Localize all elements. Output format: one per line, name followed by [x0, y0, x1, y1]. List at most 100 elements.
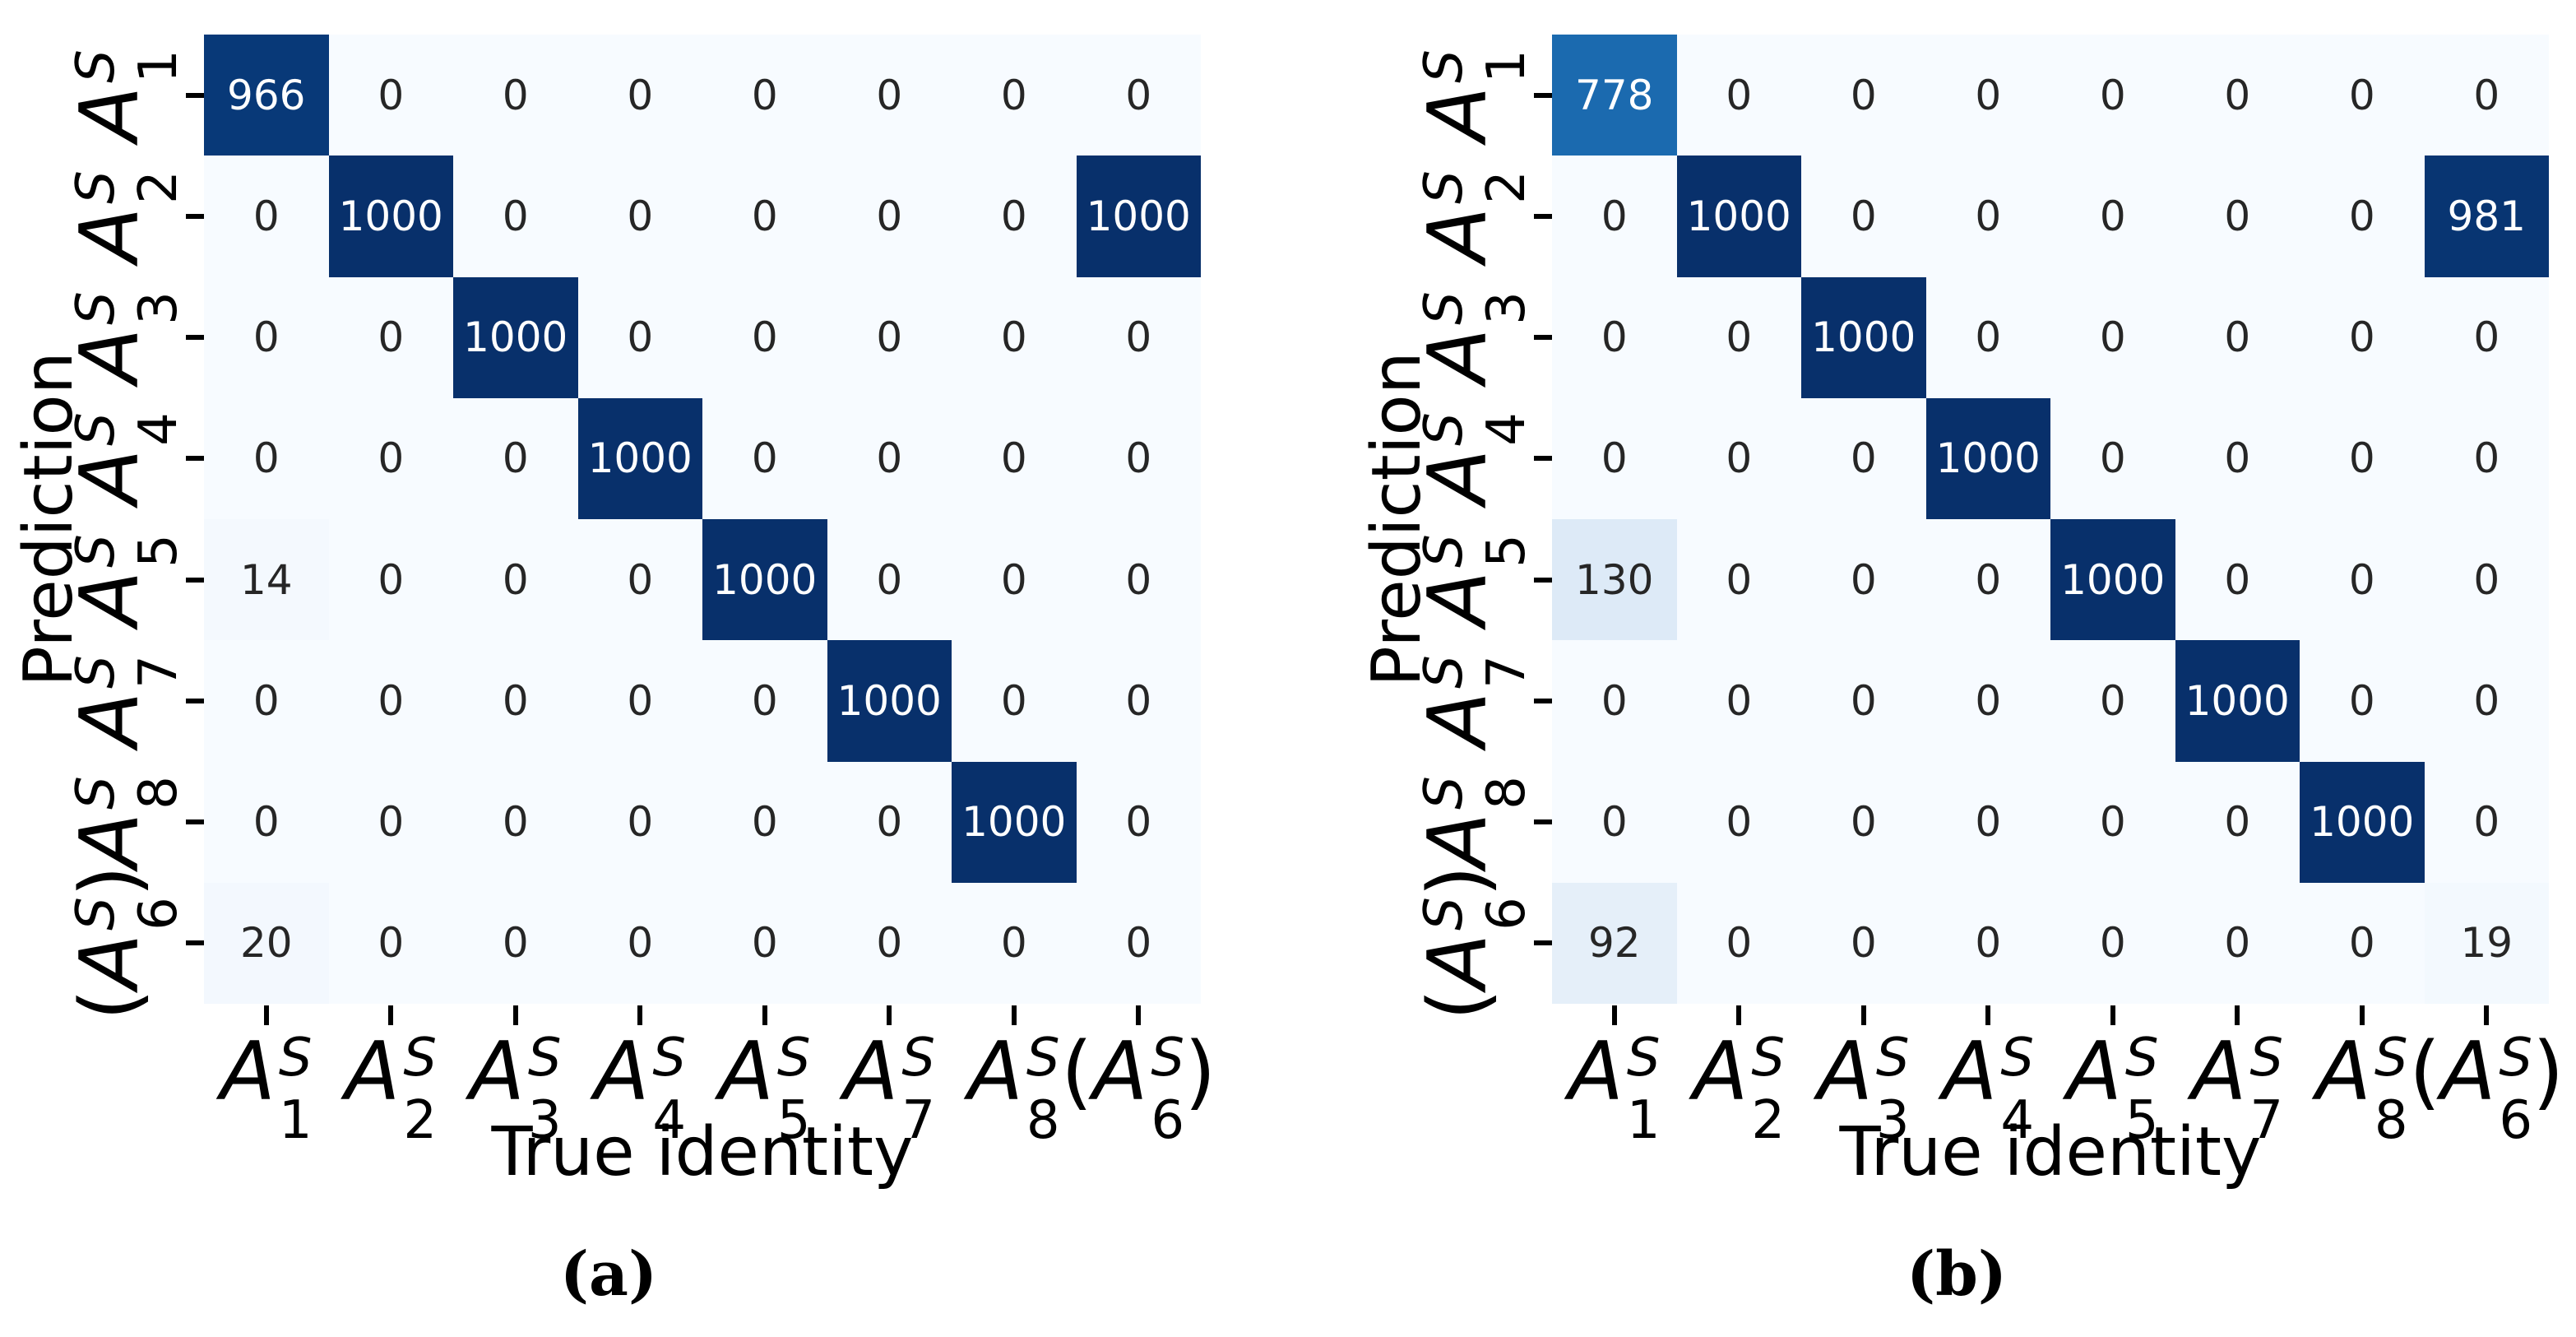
tick-label-superscript: S: [66, 533, 127, 568]
heatmap-cell: 0: [577, 156, 702, 277]
heatmap-cell: 0: [2050, 882, 2175, 1004]
x-tick-mark: [637, 1005, 643, 1025]
tick-label-base: A: [1411, 570, 1505, 626]
tick-label-paren: ): [1184, 1025, 1216, 1119]
heatmap-cell: 0: [2300, 397, 2425, 519]
heatmap-cell: 0: [952, 156, 1077, 277]
heatmap-cell: 0: [952, 519, 1077, 641]
tick-label-base: A: [63, 934, 157, 990]
tick-label-subscript: 3: [128, 291, 189, 325]
heatmap-cell: 0: [453, 882, 578, 1004]
tick-label-subscript: 1: [1476, 49, 1537, 83]
heatmap-cell: 0: [204, 276, 329, 398]
tick-label-superscript: S: [1414, 49, 1475, 83]
tick-label-paren: ): [63, 866, 157, 898]
heatmap-cell: 0: [1676, 276, 1801, 398]
tick-label-subscript: 5: [1476, 533, 1537, 568]
tick-label-base: A: [1411, 327, 1505, 384]
tick-label-subscript: 4: [2000, 1090, 2035, 1151]
heatmap-cell: 0: [328, 519, 453, 641]
x-tick-mark: [1985, 1005, 1991, 1025]
heatmap-cell: 0: [2424, 397, 2549, 519]
heatmap-cell: 1000: [1801, 276, 1926, 398]
heatmap-cell: 0: [1925, 640, 2050, 762]
y-tick-mark: [186, 819, 204, 825]
tick-label-base: A: [843, 1025, 899, 1119]
heatmap-cell: 0: [2424, 276, 2549, 398]
tick-label-superscript: S: [66, 655, 127, 689]
tick-label-superscript: S: [1414, 170, 1475, 204]
heatmap-cell: 20: [204, 882, 329, 1004]
heatmap-cell: 0: [1925, 156, 2050, 277]
heatmap-cell: 0: [2424, 519, 2549, 641]
tick-label-superscript: S: [1026, 1028, 1060, 1089]
tick-label-superscript: S: [2000, 1028, 2035, 1089]
heatmap-cell: 1000: [2300, 761, 2425, 883]
tick-label-base: A: [1411, 812, 1505, 869]
y-tick-mark: [1534, 819, 1552, 825]
heatmap-cell: 0: [1801, 397, 1926, 519]
tick-label-subscript: 1: [1626, 1090, 1661, 1151]
tick-label-base: A: [1411, 449, 1505, 505]
heatmap-cell: 1000: [577, 397, 702, 519]
x-tick-mark: [1860, 1005, 1866, 1025]
tick-label-superscript: S: [1414, 291, 1475, 325]
heatmap-cell: 0: [453, 35, 578, 156]
heatmap-cell: 0: [2175, 519, 2300, 641]
tick-label-subscript: 7: [2249, 1090, 2284, 1151]
tick-label-superscript: S: [1151, 1028, 1185, 1089]
y-tick-mark: [186, 335, 204, 341]
heatmap-cell: 0: [1801, 519, 1926, 641]
tick-label-base: A: [63, 691, 157, 747]
heatmap-cell: 0: [827, 882, 952, 1004]
tick-label-base: A: [1092, 1025, 1148, 1119]
tick-label-base: A: [63, 812, 157, 869]
y-tick-mark: [1534, 940, 1552, 946]
heatmap-cell: 0: [1552, 397, 1677, 519]
heatmap-cell: 0: [2050, 156, 2175, 277]
heatmap-cell: 0: [328, 761, 453, 883]
x-axis-label: True identity: [1839, 1113, 2262, 1191]
heatmap-cell: 0: [702, 397, 827, 519]
tick-label-subscript: 3: [1875, 1090, 1910, 1151]
heatmap-cell: 0: [952, 882, 1077, 1004]
y-tick-mark: [1534, 335, 1552, 341]
heatmap-cell: 0: [1925, 519, 2050, 641]
heatmap-cell: 0: [2050, 640, 2175, 762]
tick-label-superscript: S: [776, 1028, 811, 1089]
tick-label-subscript: 3: [1476, 291, 1537, 325]
tick-label-subscript: 4: [1476, 412, 1537, 447]
tick-label-base: A: [718, 1025, 774, 1119]
heatmap-cell: 0: [702, 156, 827, 277]
heatmap-cell: 0: [453, 640, 578, 762]
heatmap-cell: 0: [1801, 761, 1926, 883]
tick-label-superscript: S: [1626, 1028, 1661, 1089]
x-tick-mark: [2110, 1005, 2115, 1025]
heatmap-cell: 0: [328, 397, 453, 519]
